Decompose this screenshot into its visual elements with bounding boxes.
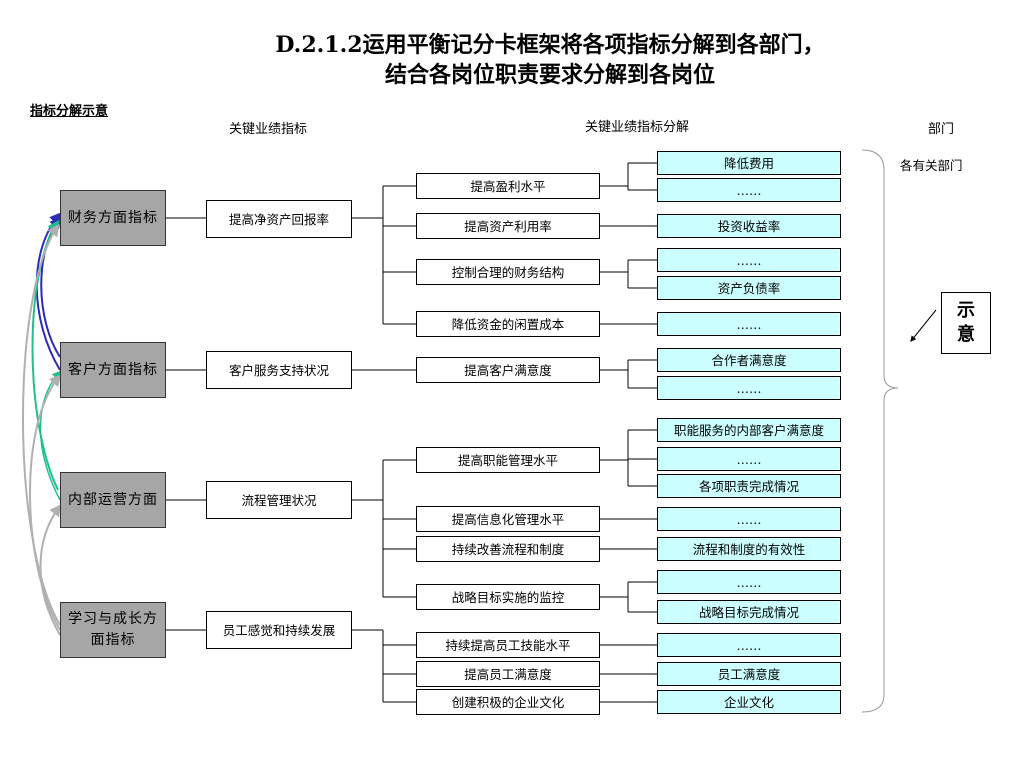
breakdown-box: 提高盈利水平 xyxy=(416,173,600,199)
breakdown-box: 提高信息化管理水平 xyxy=(416,506,600,532)
breakdown-box: 提高职能管理水平 xyxy=(416,447,600,473)
detail-box: 投资收益率 xyxy=(657,214,841,238)
detail-box: …… xyxy=(657,178,841,202)
legend-label: 指标分解示意 xyxy=(30,104,109,119)
pointer-arrow xyxy=(910,309,937,342)
breakdown-box: 提高员工满意度 xyxy=(416,661,600,687)
detail-box: 职能服务的内部客户满意度 xyxy=(657,418,841,442)
perspective-customer: 客户方面指标 xyxy=(60,342,166,398)
page-title-line1: D.2.1.2运用平衡记分卡框架将各项指标分解到各部门， xyxy=(275,32,825,58)
breakdown-box: 持续提高员工技能水平 xyxy=(416,632,600,658)
detail-box: …… xyxy=(657,507,841,531)
breakdown-box: 持续改善流程和制度 xyxy=(416,536,600,562)
curve-arrow-gray-2 xyxy=(29,374,62,631)
breakdown-box: 控制合理的财务结构 xyxy=(416,259,600,285)
detail-box: …… xyxy=(657,570,841,594)
illustration-char-1: 示 xyxy=(957,300,975,321)
page-title-line2: 结合各岗位职责要求分解到各岗位 xyxy=(384,62,715,88)
perspective-learning-growth: 学习与成长方面指标 xyxy=(60,602,166,658)
curve-arrow-gray-3 xyxy=(39,504,62,636)
department-note: 各有关部门 xyxy=(900,158,963,173)
detail-box: …… xyxy=(657,447,841,471)
kpi-return-on-net-assets: 提高净资产回报率 xyxy=(206,200,352,238)
illustration-char-2: 意 xyxy=(957,324,975,345)
illustration-note-box: 示 意 xyxy=(941,292,991,354)
detail-box: 各项职责完成情况 xyxy=(657,474,841,498)
detail-box: 流程和制度的有效性 xyxy=(657,537,841,561)
detail-box: …… xyxy=(657,633,841,657)
detail-box: …… xyxy=(657,376,841,400)
column-header-breakdown: 关键业绩指标分解 xyxy=(585,120,690,135)
breakdown-box: 提高资产利用率 xyxy=(416,213,600,239)
detail-box: …… xyxy=(657,248,841,272)
breakdown-box: 战略目标实施的监控 xyxy=(416,584,600,610)
column-header-department: 部门 xyxy=(928,122,955,137)
breakdown-box: 创建积极的企业文化 xyxy=(416,689,600,715)
perspective-internal-operations: 内部运营方面 xyxy=(60,472,166,528)
perspective-financial: 财务方面指标 xyxy=(60,190,166,246)
detail-box: …… xyxy=(657,312,841,336)
detail-box: 企业文化 xyxy=(657,690,841,714)
detail-box: 员工满意度 xyxy=(657,662,841,686)
curve-arrow-teal xyxy=(31,220,60,491)
kpi-process-management: 流程管理状况 xyxy=(206,481,352,519)
kpi-customer-service-support: 客户服务支持状况 xyxy=(206,351,352,389)
detail-box: 资产负债率 xyxy=(657,276,841,300)
kpi-employee-development: 员工感觉和持续发展 xyxy=(206,611,352,649)
detail-box: 战略目标完成情况 xyxy=(657,600,841,624)
curve-arrow-gray-1 xyxy=(22,224,61,626)
detail-box: 合作者满意度 xyxy=(657,348,841,372)
detail-box: 降低费用 xyxy=(657,151,841,175)
breakdown-box: 提高客户满意度 xyxy=(416,357,600,383)
column-header-kpi: 关键业绩指标 xyxy=(229,122,308,137)
breakdown-box: 降低资金的闲置成本 xyxy=(416,311,600,337)
brace xyxy=(861,149,899,713)
